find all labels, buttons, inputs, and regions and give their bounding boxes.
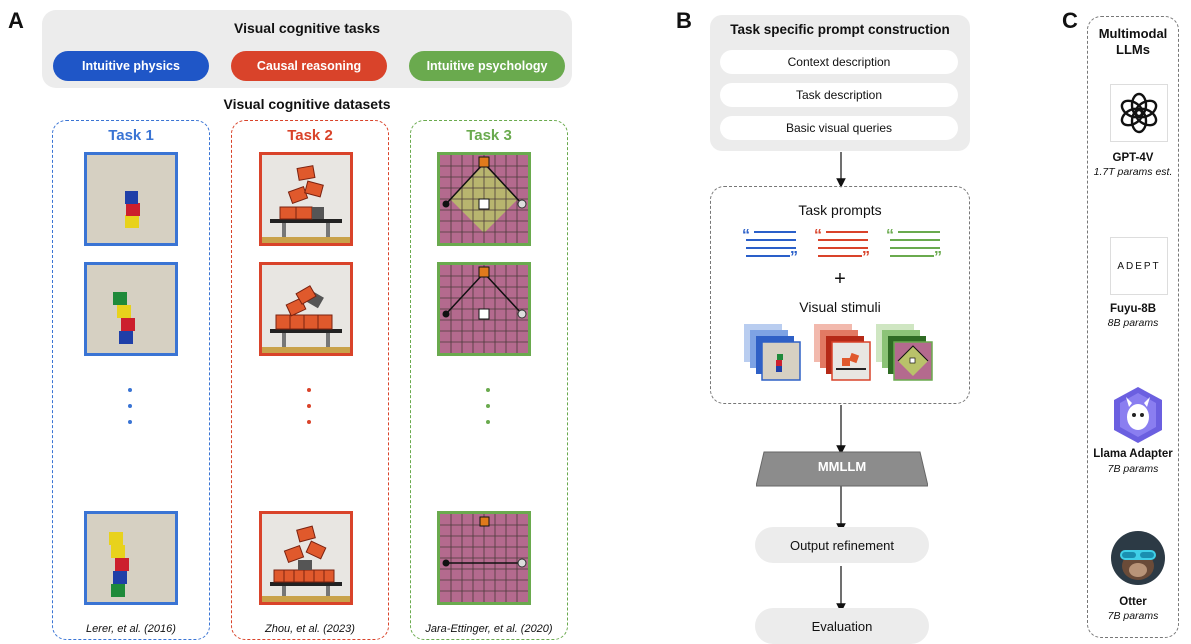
prompt-construction-title: Task specific prompt construction [730,22,950,37]
task1-title: Task 1 [108,127,154,144]
task1-citation: Lerer, et al. (2016) [86,623,176,635]
task2-ellipsis-dot [307,404,311,408]
openai-logo-icon [1110,84,1168,142]
svg-text:”: ” [934,249,942,260]
llama-logo-icon [1110,385,1166,445]
category-intuitive-psychology: Intuitive psychology [409,51,565,81]
otter-params: 7B params [1107,610,1159,622]
task1-ellipsis-dot [128,388,132,392]
task-prompts-icons: “ ” “ ” “ ” [742,227,942,260]
svg-text:“: “ [886,227,894,244]
task2-stimulus-2 [259,262,353,356]
task1-column [52,120,210,640]
basic-visual-queries-pill: Basic visual queries [720,116,958,140]
visual-stimuli-stacks [744,324,933,381]
task-prompts-label: Task prompts [798,202,882,218]
task2-column [231,120,389,640]
visual-stimuli-label: Visual stimuli [799,299,881,315]
task3-stimulus-3 [437,511,531,605]
red-stimulus-stack [814,324,871,381]
panel-label-a: A [8,8,24,33]
flow-arrows [836,152,846,613]
task3-stimulus-1 [437,152,531,246]
llama-adapter-name: Llama Adapter [1093,448,1173,460]
fuyu-name: Fuyu-8B [1110,303,1156,315]
task2-title: Task 2 [287,127,333,144]
mmllm-label: MMLLM [817,459,867,474]
title-line-2: LLMs [1116,42,1150,57]
quote-lines-icon: “ ” [886,227,942,260]
llama-adapter-params: 7B params [1107,463,1159,475]
task3-ellipsis-dot [486,420,490,424]
task1-stimulus-1 [84,152,178,246]
tasks-header-title: Visual cognitive tasks [233,20,381,36]
svg-text:”: ” [862,249,870,260]
blue-stimulus-stack [744,324,801,381]
otter-name: Otter [1119,596,1147,608]
quote-lines-icon: “ ” [742,227,798,260]
task1-stimulus-3 [84,511,178,605]
output-refinement-pill: Output refinement [755,527,929,563]
category-intuitive-physics: Intuitive physics [53,51,209,81]
category-causal-reasoning: Causal reasoning [231,51,387,81]
panel-label-b: B [676,8,692,33]
svg-text:”: ” [790,249,798,260]
fuyu-params: 8B params [1107,317,1159,329]
title-line-1: Multimodal [1098,26,1168,41]
context-description-pill: Context description [720,50,958,74]
svg-text:“: “ [814,227,822,244]
task3-ellipsis-dot [486,404,490,408]
otter-logo-icon [1110,530,1166,586]
task3-citation: Jara-Ettinger, et al. (2020) [425,623,553,635]
task2-ellipsis-dot [307,388,311,392]
gpt4v-name: GPT-4V [1112,152,1154,164]
task2-stimulus-1 [259,152,353,246]
task3-title: Task 3 [466,127,512,144]
task1-stimulus-2 [84,262,178,356]
mmllm-block [756,451,928,487]
panel-label-c: C [1062,8,1078,33]
svg-text:“: “ [742,227,750,244]
quote-lines-icon: “ ” [814,227,870,260]
plus-sign: + [834,268,846,290]
task-description-pill: Task description [720,83,958,107]
datasets-title: Visual cognitive datasets [223,96,391,112]
multimodal-llms-title: Multimodal LLMs [1082,26,1184,58]
green-stimulus-stack [876,324,933,381]
task2-ellipsis-dot [307,420,311,424]
task3-stimulus-2 [437,262,531,356]
task2-citation: Zhou, et al. (2023) [265,623,355,635]
gpt4v-params: 1.7T params est. [1093,166,1173,178]
task3-column [410,120,568,640]
task1-ellipsis-dot [128,420,132,424]
task3-ellipsis-dot [486,388,490,392]
prompts-stimuli-box [710,186,970,404]
adept-logo-icon: ADEPT [1110,237,1168,295]
task2-stimulus-3 [259,511,353,605]
multimodal-llms-column [1087,16,1179,638]
task1-ellipsis-dot [128,404,132,408]
evaluation-pill: Evaluation [755,608,929,644]
